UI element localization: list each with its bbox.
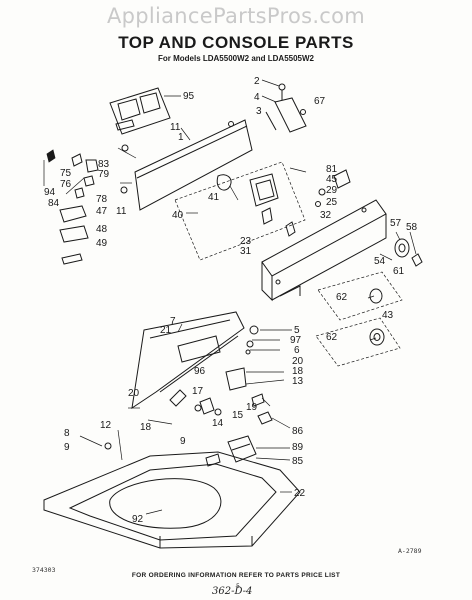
callout-78: 78 (96, 194, 108, 205)
figure-reference: A-2789 (398, 547, 422, 555)
callout-9-left: 9 (64, 442, 70, 453)
lid-frame-assembly (131, 311, 292, 410)
callout-79: 79 (98, 169, 110, 180)
callout-84: 84 (48, 198, 60, 209)
callout-23: 23 (240, 236, 252, 247)
callout-21: 21 (160, 325, 172, 336)
callout-41: 41 (208, 192, 220, 203)
callout-85: 85 (292, 456, 304, 467)
callout-48: 48 (96, 224, 108, 235)
callout-17: 17 (192, 386, 204, 397)
callout-22: 22 (294, 488, 306, 499)
callout-20-left: 20 (128, 388, 140, 399)
callout-3: 3 (256, 106, 262, 117)
callout-labels: 95 2 4 3 67 11 1 40 41 81 45 29 25 32 23… (44, 76, 418, 525)
callout-62-lower: 62 (326, 332, 338, 343)
callout-11-left: 11 (116, 206, 127, 217)
callout-32: 32 (320, 210, 332, 221)
handwritten-note: 362-D-4 (212, 586, 253, 597)
callout-2: 2 (254, 76, 260, 87)
callout-96: 96 (194, 366, 206, 377)
selector-knob (394, 231, 423, 267)
callout-61: 61 (393, 266, 405, 277)
page-number: 5 (236, 582, 240, 590)
callout-83: 83 (98, 159, 110, 170)
timer-assembly-group (174, 161, 306, 261)
callout-6: 6 (294, 345, 300, 356)
callout-9-center: 9 (180, 436, 186, 447)
callout-31: 31 (240, 246, 252, 257)
console-end-cap-parts (261, 79, 307, 133)
callout-29: 29 (326, 185, 338, 196)
page-title: TOP AND CONSOLE PARTS (118, 33, 354, 52)
watermark: AppliancePartsPros.com (106, 4, 366, 28)
lid-hinge-parts (205, 411, 291, 467)
callout-43: 43 (382, 310, 394, 321)
callout-40: 40 (172, 210, 184, 221)
callout-19: 19 (246, 402, 258, 413)
callout-94: 94 (44, 187, 56, 198)
console-hardware (289, 167, 351, 207)
callout-89: 89 (292, 442, 304, 453)
switch-and-clip-parts (43, 149, 99, 265)
callout-20-right: 20 (292, 356, 304, 367)
callout-54: 54 (374, 256, 386, 267)
callout-14: 14 (212, 418, 224, 429)
callout-5: 5 (294, 325, 300, 336)
callout-18-left: 18 (140, 422, 152, 433)
callout-57: 57 (390, 218, 402, 229)
callout-97: 97 (290, 335, 302, 346)
console-bracket-plate (109, 87, 181, 135)
callout-58: 58 (406, 222, 418, 233)
lid-switch-parts (128, 367, 285, 425)
callout-95: 95 (183, 91, 195, 102)
callout-67: 67 (314, 96, 326, 107)
control-console-rail (261, 199, 393, 302)
callout-49: 49 (96, 238, 108, 249)
callout-15: 15 (232, 410, 244, 421)
cabinet-top (43, 429, 301, 549)
callout-1: 1 (178, 132, 184, 143)
callout-81: 81 (326, 164, 338, 175)
callout-11-top: 11 (170, 122, 181, 133)
callout-62-upper: 62 (336, 292, 348, 303)
document-reference: 374303 (32, 566, 56, 574)
callout-75: 75 (60, 168, 72, 179)
callout-8: 8 (64, 428, 70, 439)
ordering-info-note: FOR ORDERING INFORMATION REFER TO PARTS … (131, 572, 341, 579)
callout-45: 45 (326, 174, 338, 185)
callout-12: 12 (100, 420, 112, 431)
models-subtitle: For Models LDA5500W2 and LDA5505W2 (157, 54, 315, 63)
callout-18-right: 18 (292, 366, 304, 377)
callout-4: 4 (254, 92, 260, 103)
callout-86: 86 (292, 426, 304, 437)
callout-7: 7 (170, 316, 176, 327)
callout-47: 47 (96, 206, 108, 217)
console-back-panel (117, 119, 253, 211)
knob-groups (315, 271, 403, 367)
callout-13: 13 (292, 376, 304, 387)
callout-92: 92 (132, 514, 144, 525)
callout-76: 76 (60, 179, 72, 190)
callout-25: 25 (326, 197, 338, 208)
